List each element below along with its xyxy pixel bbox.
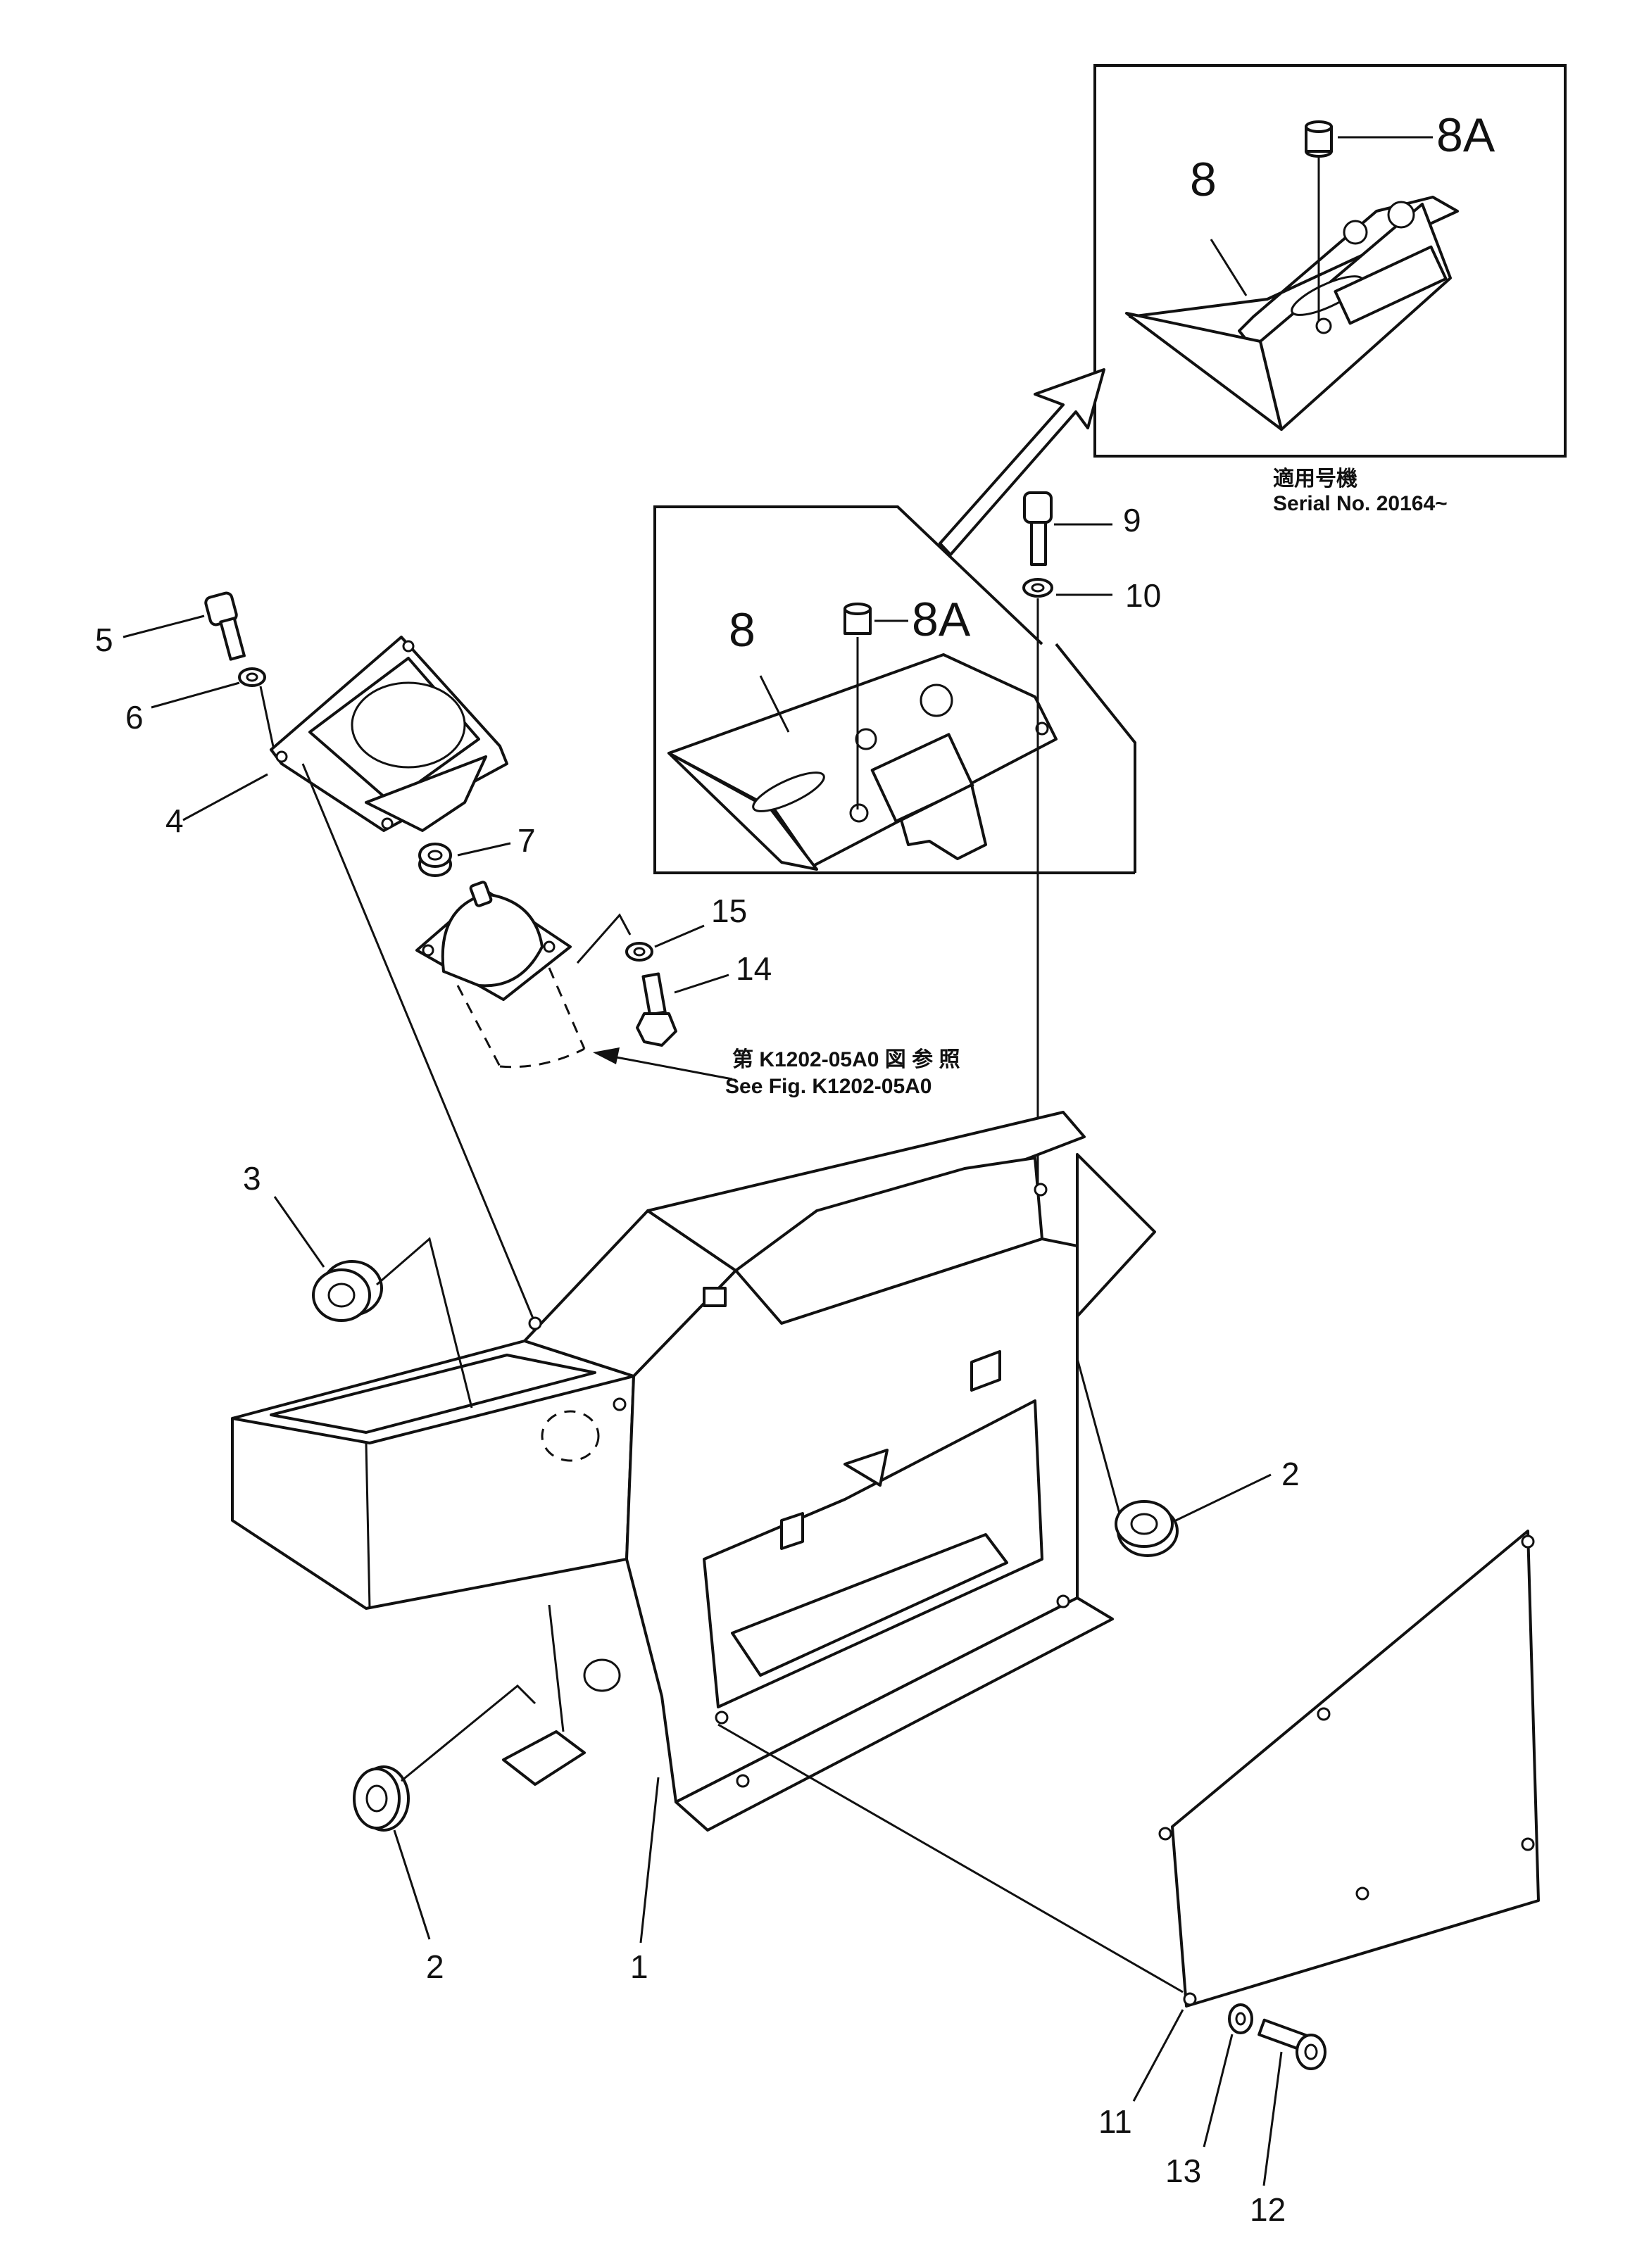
callout-13: 13 [1165, 2153, 1201, 2189]
leader-4 [182, 773, 268, 821]
callout-2-left: 2 [426, 1948, 444, 1985]
reference-note-en: See Fig. K1202-05A0 [725, 1075, 932, 1098]
left-foot [502, 1730, 586, 1786]
plug-8a [843, 603, 908, 809]
callout-1: 1 [630, 1948, 648, 1985]
callout-6: 6 [125, 699, 144, 736]
inset-arrow [939, 368, 1105, 556]
grommet-hole [583, 1658, 621, 1692]
bolt-hole [1056, 1594, 1070, 1608]
grommet-3 [273, 1196, 473, 1409]
cover-plate-4 [270, 636, 508, 832]
bolt-hole [1034, 1183, 1048, 1197]
washer-15 [625, 924, 705, 962]
callout-15: 15 [711, 893, 747, 929]
inner-bracket [843, 1449, 889, 1487]
callout-10: 10 [1125, 577, 1161, 614]
serial-note-jp: 適用号機 [1273, 467, 1357, 491]
callout-7: 7 [518, 822, 536, 859]
hidden-hole [541, 1410, 600, 1462]
callout-11: 11 [1098, 2103, 1132, 2140]
inset-hole [1315, 317, 1332, 334]
base-foot [675, 1596, 1114, 1832]
grommet-7 [418, 842, 511, 877]
inset-cutout [1334, 245, 1448, 325]
leader-4-to-body [301, 763, 537, 1324]
callout-5: 5 [95, 622, 113, 658]
bolt-hole [528, 1316, 542, 1330]
plate-8-flange [667, 752, 818, 871]
side-floor [731, 1533, 1008, 1677]
bolt-hole [613, 1397, 627, 1411]
reference-arrow [593, 1047, 733, 1081]
plate-8-frame [653, 505, 1135, 874]
grommet-2-left [353, 1684, 537, 1940]
washer-13 [1203, 2003, 1253, 2148]
front-edge [548, 1604, 565, 1732]
leader-5-6 [259, 686, 276, 754]
inset-leader-8 [1210, 239, 1248, 296]
callout-14: 14 [736, 950, 772, 987]
inset-plug-8a [1305, 120, 1433, 320]
plate-8-hole [1035, 722, 1049, 736]
callout-12: 12 [1250, 2191, 1286, 2228]
leader-8 [759, 675, 790, 733]
inset-plate-flange [1125, 312, 1283, 431]
leader-cover [717, 1723, 1184, 1993]
side-tab [780, 1512, 804, 1550]
rear-flange [1076, 1153, 1156, 1318]
callout-9: 9 [1123, 502, 1141, 538]
bolt-hole [736, 1774, 750, 1788]
plate-8-group: 8 8A [653, 505, 1136, 874]
reference-note-jp: 第 K1202-05A0 図 参 照 [732, 1047, 960, 1071]
inset-serial-variant: 8 8A 適用号機 Serial No. 20164~ [1093, 64, 1567, 515]
inset-hole [1387, 201, 1415, 229]
bolt-12 [1257, 2018, 1326, 2186]
leader-1 [639, 1777, 660, 1943]
bolt-14 [636, 972, 729, 1047]
inset-hole [1343, 220, 1368, 245]
callout-8a: 8A [912, 593, 971, 646]
front-box-opening [270, 1354, 596, 1434]
plate-8-bracket [900, 783, 987, 860]
control-lever-assembly [415, 881, 586, 1069]
plate-8-hole [855, 728, 877, 750]
front-box-edge [365, 1442, 371, 1609]
bolt-9 [1023, 491, 1112, 566]
leader-11 [1132, 2009, 1184, 2102]
leader-lever [576, 913, 632, 964]
bolt-5 [123, 591, 246, 661]
plate-8-hole [920, 683, 953, 717]
plate-8-frame-right [1055, 643, 1136, 873]
callout-8-inset: 8 [1190, 153, 1217, 206]
switch-box [703, 1287, 727, 1307]
inset-frame [1093, 64, 1567, 458]
callout-3: 3 [243, 1160, 261, 1197]
console-body-1 [231, 1111, 1156, 1832]
grommet-2-right [1076, 1358, 1272, 1557]
callout-8a-inset: 8A [1436, 108, 1495, 162]
bolt-hole [715, 1711, 729, 1725]
side-cover-11 [1158, 1530, 1540, 2008]
neck-top [646, 1111, 1086, 1272]
plate-8-slot [752, 771, 825, 812]
plate-8 [667, 653, 1058, 867]
callout-4: 4 [165, 802, 184, 839]
plate-8-hole [849, 803, 869, 823]
callout-2-right: 2 [1281, 1456, 1300, 1492]
callout-8: 8 [729, 603, 755, 657]
washer-6 [151, 667, 266, 709]
washer-10 [1022, 578, 1112, 598]
side-tab [970, 1350, 1001, 1392]
serial-note-en: Serial No. 20164~ [1273, 492, 1448, 515]
